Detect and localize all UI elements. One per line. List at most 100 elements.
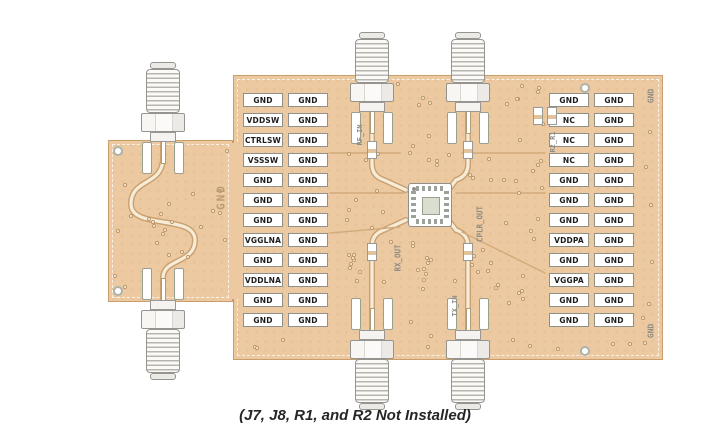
via [388,240,393,245]
via [537,86,542,91]
via [488,260,493,265]
via [280,337,285,342]
via [254,346,259,351]
via [467,172,472,177]
via [191,192,196,197]
pad-nc: NC [549,153,589,167]
silkscreen-label: RF_IN [356,124,364,146]
pad-gnd: GND [243,253,283,267]
pad-vggpa: VGGPA [549,273,589,287]
via [154,240,159,245]
via [515,96,520,101]
silkscreen-label: GND [646,88,656,104]
via [411,244,416,249]
via [520,297,525,302]
via [347,152,352,157]
via [198,225,203,230]
via [170,219,175,224]
pad-gnd: GND [288,193,328,207]
via [518,137,523,142]
via [528,343,533,348]
pad-nc: NC [549,133,589,147]
via [185,255,190,260]
via [222,238,227,243]
via [146,216,151,221]
pad-gnd: GND [594,113,634,127]
via [423,272,428,277]
via [349,262,353,267]
pad-gnd: GND [243,213,283,227]
pad-vddlna: VDDLNA [243,273,283,287]
pad-gnd: GND [288,293,328,307]
sma-mount-slot [447,112,457,144]
via [429,333,434,338]
via [122,183,127,188]
via [129,214,134,219]
sma-connector-bottom-left-body [359,330,385,340]
via [486,268,491,273]
via [513,178,518,183]
via [160,232,165,237]
pad-gnd: GND [288,133,328,147]
sma-connector-top-left-hex-nut [350,83,394,102]
sma-connector-top-right-end-cap [455,32,481,39]
via [407,150,412,155]
via [421,287,426,292]
via [642,341,647,346]
pad-gnd: GND [243,173,283,187]
via [421,266,426,271]
via [122,285,127,290]
passive-footprint [367,141,377,159]
pcb-copper-joint [229,143,239,299]
via [486,157,491,162]
via [346,253,351,258]
sma-mount-slot [174,142,184,174]
via [644,164,649,169]
sma-connector-top-right-body [455,102,481,112]
sma-connector-top-left-end-cap [359,32,385,39]
mounting-hole [113,146,123,156]
pad-vsssw: VSSSW [243,153,283,167]
via [540,186,545,191]
via [347,266,352,271]
sma-mount-slot [447,298,457,330]
via [426,158,431,163]
via [504,221,509,226]
pad-gnd: GND [549,193,589,207]
via [152,223,157,228]
pad-gnd: GND [594,153,634,167]
via [425,260,430,265]
passive-footprint [463,243,473,261]
pad-gnd: GND [288,273,328,287]
via [517,190,522,195]
via [116,228,121,233]
via [530,169,535,174]
pad-vgglna: VGGLNA [243,233,283,247]
sma-connector-bottom-right [451,359,485,403]
via [535,89,540,94]
sma-connector-bottom-left [355,359,389,403]
via [476,269,481,274]
pad-gnd: GND [549,173,589,187]
sma-connector-left-bottom [146,329,180,373]
via [217,189,222,194]
via [395,82,400,87]
via [347,207,352,212]
via [447,153,452,158]
via [416,267,421,272]
via [426,344,431,349]
sma-connector-left-top-body [150,132,176,142]
via [520,83,525,88]
pad-gnd: GND [549,293,589,307]
via [363,157,368,162]
silkscreen-label: GND [214,184,228,210]
silkscreen-label: CPLR_OUT [475,205,485,243]
passive-footprint [533,107,543,125]
ic-pads-left [411,191,416,219]
pad-gnd: GND [594,313,634,327]
via [380,210,385,215]
passive-footprint [547,107,557,125]
pad-vddsw: VDDSW [243,113,283,127]
pad-vddpa: VDDPA [549,233,589,247]
